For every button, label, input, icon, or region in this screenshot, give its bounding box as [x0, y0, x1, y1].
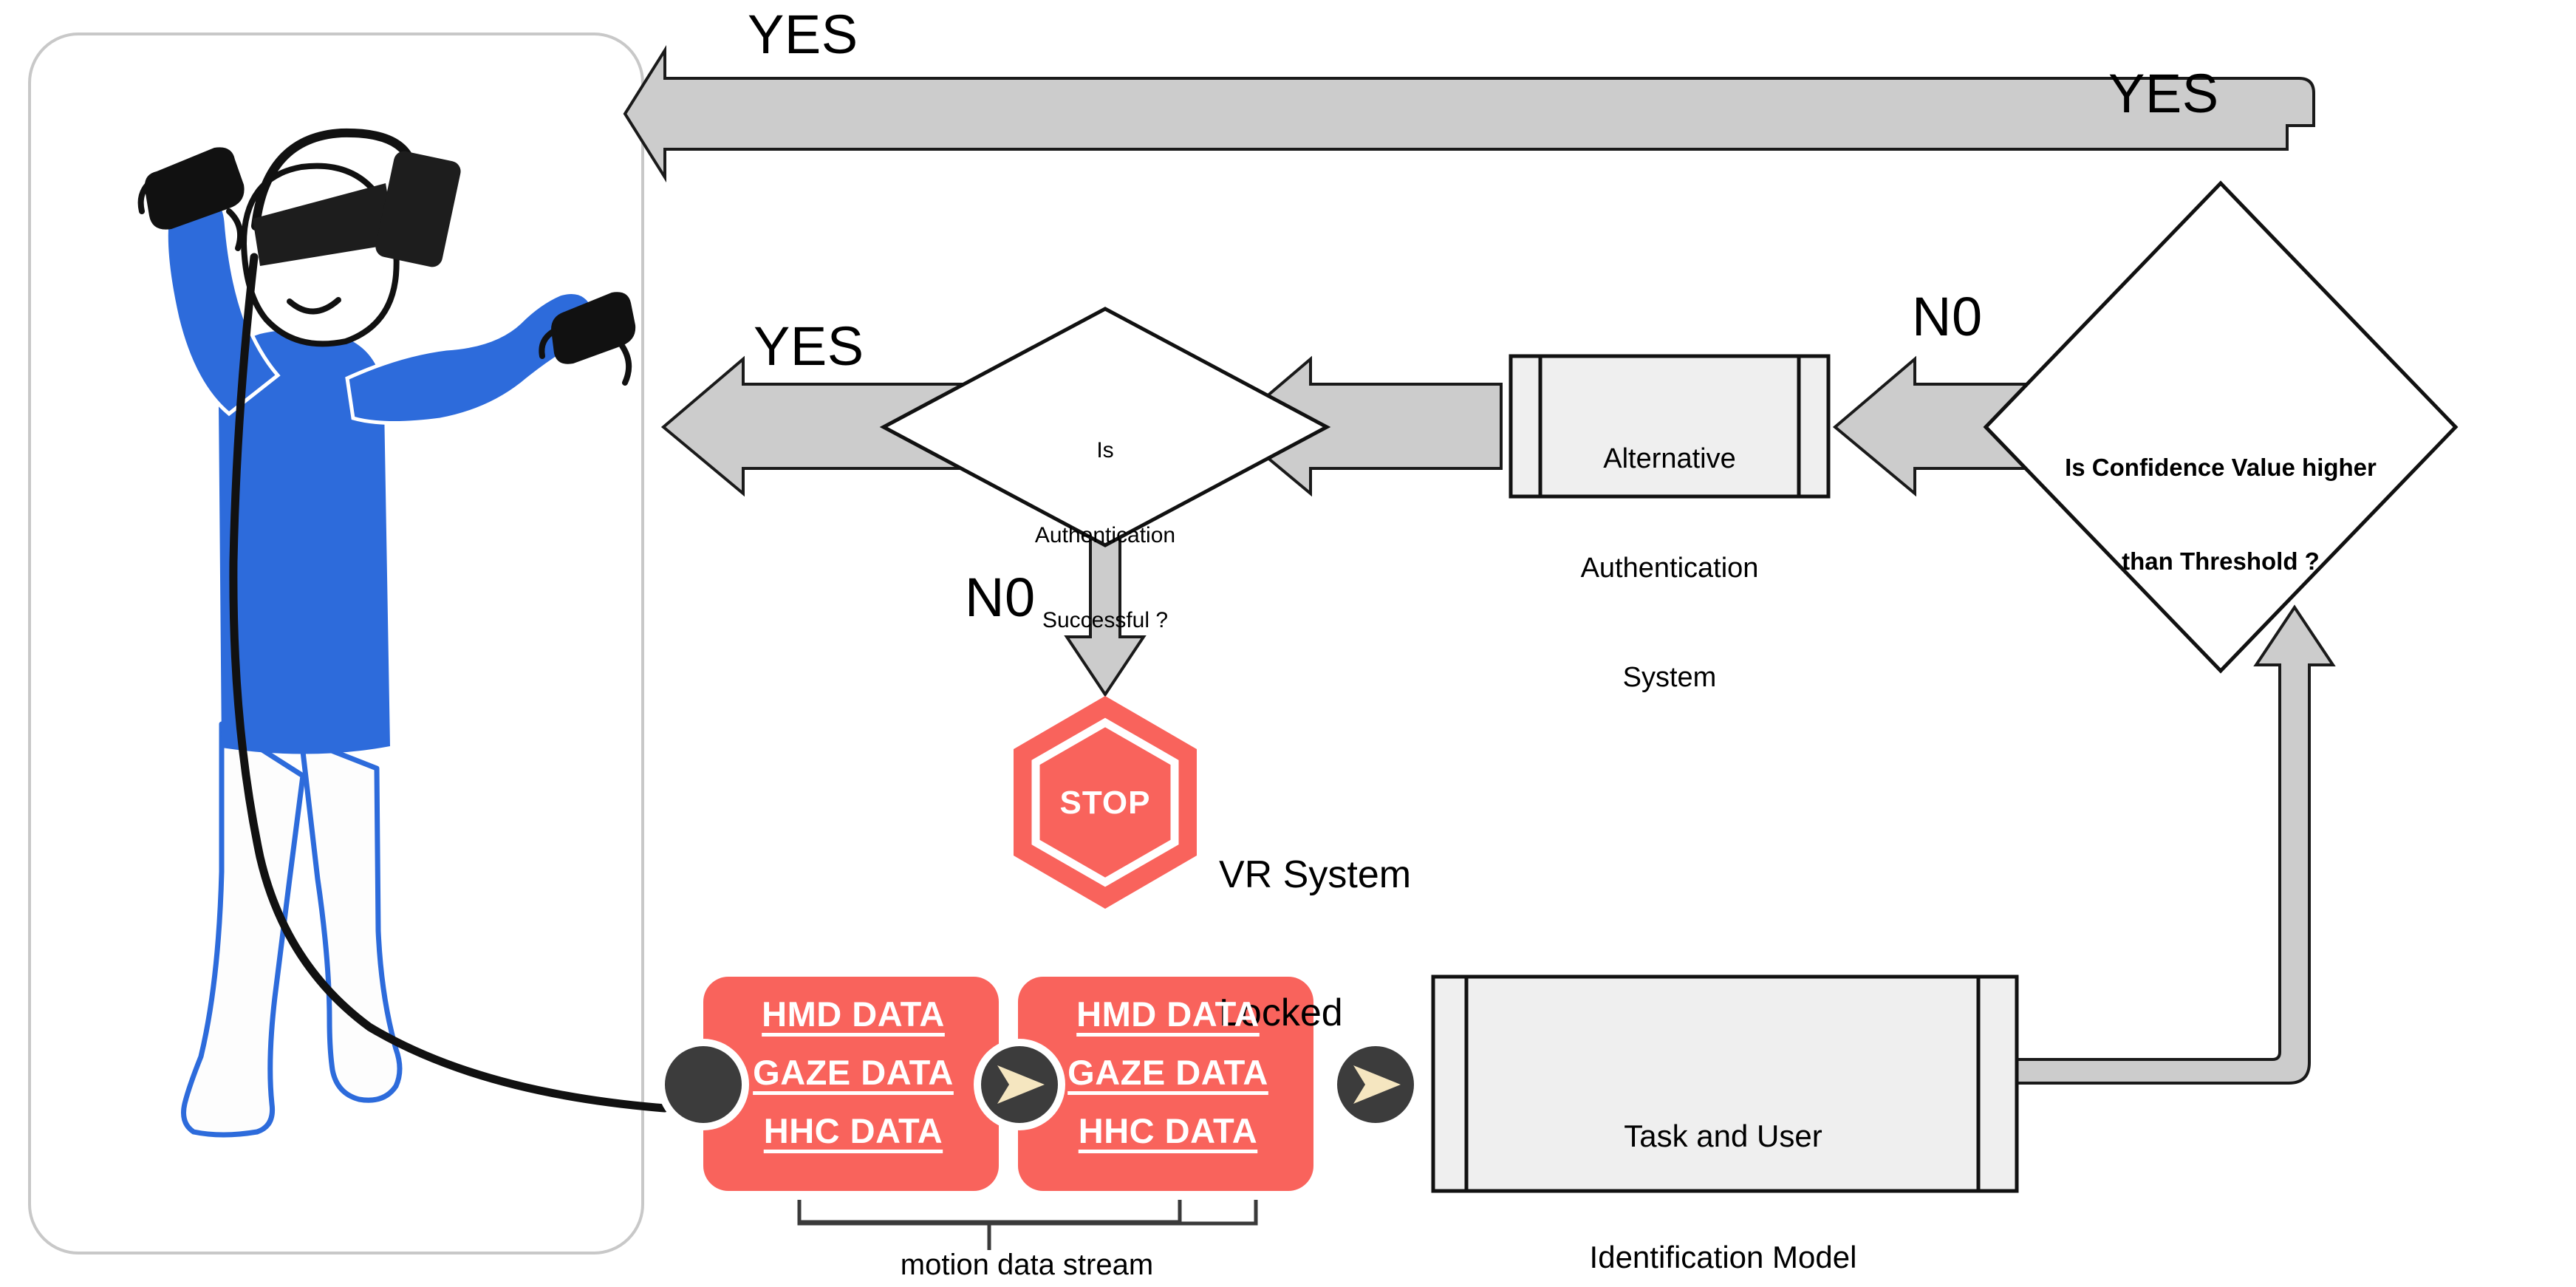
arrow-auth-yes-to-user: [660, 355, 977, 497]
edge-label-no-auth: N0: [965, 567, 1036, 628]
stop-status-label: VR System Locked: [1219, 759, 1514, 1128]
model-line2: Identification Model: [1589, 1239, 1857, 1274]
packet1-line-hhc: HHC DATA: [763, 1111, 943, 1150]
edge-label-no-confidence: N0: [1912, 286, 1983, 347]
alt-auth-label: Alternative Authentication System: [1540, 368, 1799, 769]
auth-decision-label: Is Authentication Successful ?: [987, 380, 1223, 692]
stream-node-origin: [657, 1039, 749, 1130]
vr-user-illustration: [137, 128, 669, 1138]
auth-decision-line2: Authentication: [1034, 522, 1176, 547]
data-packet-1: HMD DATA GAZE DATA HHC DATA: [709, 986, 997, 1151]
packet1-line-gaze: GAZE DATA: [753, 1053, 954, 1092]
model-process-shape: [1431, 974, 2019, 1193]
model-line1: Task and User: [1624, 1119, 1822, 1154]
arrow-confidence-yes-to-user: [623, 45, 2315, 182]
alt-auth-line1: Alternative: [1603, 443, 1736, 474]
auth-decision-diamond: [879, 307, 1331, 547]
alt-auth-line2: Authentication: [1580, 552, 1759, 584]
stop-sign-text: STOP: [1059, 785, 1151, 821]
edge-label-yes-mid: YES: [754, 315, 864, 377]
vr-tether-cable: [229, 253, 669, 1113]
data-packet-2: HMD DATA GAZE DATA HHC DATA: [1024, 986, 1312, 1151]
alt-auth-line3: System: [1622, 662, 1717, 694]
stop-label-line1: VR System: [1219, 853, 1412, 896]
confidence-decision-diamond: [1983, 180, 2459, 674]
auth-decision-line3: Successful ?: [1042, 608, 1169, 633]
edge-label-yes-right: YES: [2108, 63, 2219, 124]
motion-stream-bracket: [797, 1200, 1258, 1250]
vr-controller-left: [137, 147, 245, 251]
stream-send-icon-2: [1330, 1039, 1421, 1130]
confidence-decision-line2: than Threshold ?: [2122, 547, 2320, 576]
stream-send-icon-1: [974, 1039, 1065, 1130]
arrow-model-to-confidence: [2015, 604, 2336, 1085]
motion-stream-bracket-label: motion data stream: [900, 1249, 1154, 1281]
confidence-decision-line1: Is Confidence Value higher: [2065, 454, 2377, 482]
stop-label-line2: Locked: [1219, 991, 1343, 1034]
packet2-line-gaze: GAZE DATA: [1067, 1053, 1268, 1092]
confidence-decision-label: Is Confidence Value higher than Threshol…: [2029, 390, 2413, 640]
model-label: Task and User Identification Model: [1470, 1036, 1976, 1287]
packet1-line-hmd: HMD DATA: [762, 994, 945, 1034]
arrow-auth-no-to-stop: [1064, 528, 1147, 697]
packet2-line-hhc: HHC DATA: [1078, 1111, 1258, 1150]
alt-auth-process-shape: [1509, 354, 1831, 499]
arrow-confidence-no-to-altauth: [1832, 355, 2068, 497]
data-packet-shapes: [703, 977, 1313, 1191]
vr-controller-right: [539, 292, 636, 386]
stop-sign-shape: [1014, 696, 1197, 909]
edge-label-yes-top: YES: [748, 4, 858, 65]
auth-decision-line1: Is: [1096, 437, 1114, 462]
packet2-line-hmd: HMD DATA: [1076, 994, 1260, 1034]
